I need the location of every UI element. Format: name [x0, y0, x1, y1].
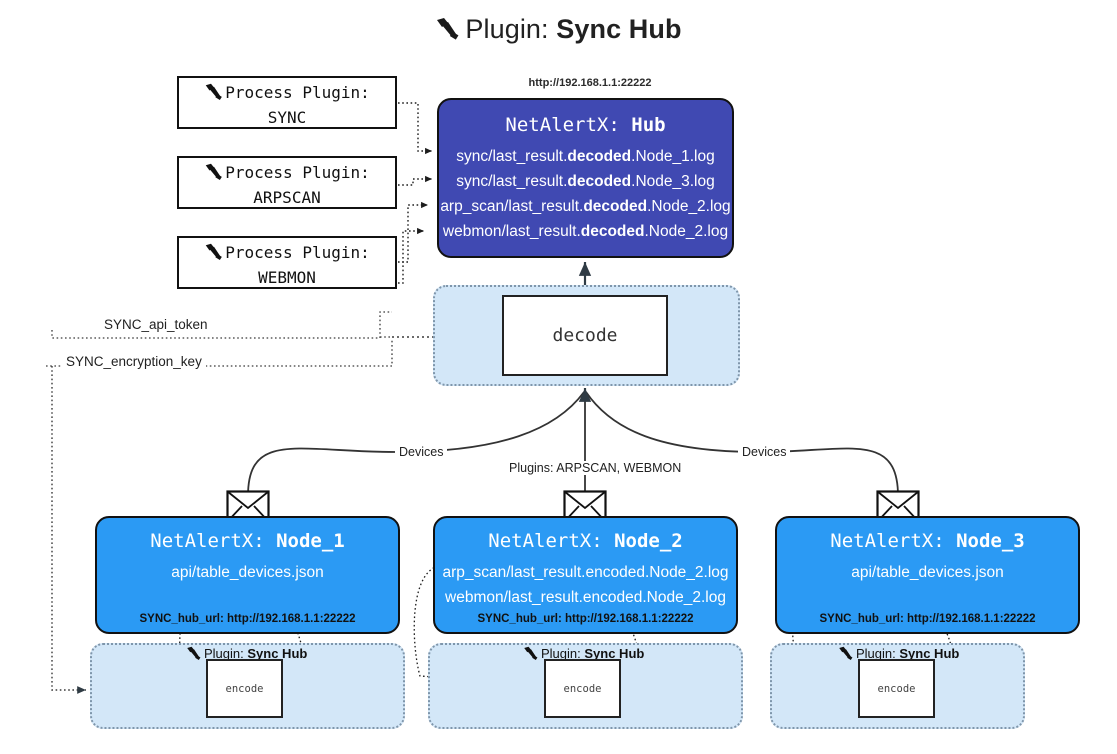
node-box-node-1[interactable]: NetAlertX: Node_1 api/table_devices.json…	[95, 516, 400, 634]
plug-icon	[523, 646, 539, 664]
sync-encryption-key-label: SYNC_encryption_key	[62, 354, 206, 369]
title-name: Sync Hub	[556, 14, 682, 44]
hub-node[interactable]: NetAlertX: Hub sync/last_result.decoded.…	[437, 98, 734, 258]
node-title: NetAlertX: Node_2	[435, 530, 736, 552]
node-hub-url-footer: SYNC_hub_url: http://192.168.1.1:22222	[139, 613, 356, 625]
encode-box-node-3[interactable]: encode	[858, 659, 935, 718]
decode-box[interactable]: decode	[502, 295, 668, 376]
process-plugin-line1: Process Plugin:	[179, 162, 395, 187]
process-plugin-box-arpscan[interactable]: Process Plugin: ARPSCAN	[177, 156, 397, 209]
hub-log-line: sync/last_result.decoded.Node_1.log	[456, 148, 715, 165]
process-plugin-label: Process Plugin:	[225, 163, 370, 182]
plug-icon	[204, 83, 224, 107]
process-plugin-name: SYNC	[267, 108, 307, 127]
process-plugin-label: Process Plugin:	[225, 243, 370, 262]
edge-label-devices-right: Devices	[738, 445, 791, 459]
hub-title: NetAlertX: Hub	[439, 114, 732, 136]
plugin-band-label-prefix: Plugin:	[541, 646, 581, 661]
node-file-line: arp_scan/last_result.encoded.Node_2.log	[442, 564, 729, 581]
hub-title-prefix: NetAlertX:	[505, 114, 620, 136]
plugin-band-label-node-3: Plugin: Sync Hub	[838, 646, 959, 664]
encode-box-node-2[interactable]: encode	[544, 659, 621, 718]
process-plugin-name: ARPSCAN	[253, 188, 321, 207]
plugin-band-label-name: Sync Hub	[247, 646, 308, 661]
node-hub-url-footer: SYNC_hub_url: http://192.168.1.1:22222	[819, 613, 1036, 625]
encode-box-node-1[interactable]: encode	[206, 659, 283, 718]
node-file-line: api/table_devices.json	[851, 564, 1004, 581]
hub-title-name: Hub	[631, 114, 666, 136]
process-plugin-line1: Process Plugin:	[179, 242, 395, 267]
node-title: NetAlertX: Node_3	[777, 530, 1078, 552]
node-file-list: arp_scan/last_result.encoded.Node_2.log …	[435, 560, 736, 610]
plug-icon	[204, 163, 224, 187]
process-plugin-label: Process Plugin:	[225, 83, 370, 102]
node-file-line: api/table_devices.json	[171, 564, 324, 581]
node-box-node-3[interactable]: NetAlertX: Node_3 api/table_devices.json…	[775, 516, 1080, 634]
edge-label-plugins-center: Plugins: ARPSCAN, WEBMON	[505, 461, 686, 475]
title-prefix: Plugin:	[465, 14, 549, 44]
node-box-node-2[interactable]: NetAlertX: Node_2 arp_scan/last_result.e…	[433, 516, 738, 634]
process-plugin-line1: Process Plugin:	[179, 82, 395, 107]
node-file-list: api/table_devices.json	[97, 560, 398, 585]
node-title-name: Node_2	[614, 530, 683, 552]
plugin-band-label-node-1: Plugin: Sync Hub	[186, 646, 307, 664]
process-plugin-box-webmon[interactable]: Process Plugin: WEBMON	[177, 236, 397, 289]
node-title-name: Node_3	[956, 530, 1025, 552]
node-title: NetAlertX: Node_1	[97, 530, 398, 552]
node-file-line: webmon/last_result.encoded.Node_2.log	[445, 589, 726, 606]
plugin-band-label-name: Sync Hub	[899, 646, 960, 661]
plugin-band-label-name: Sync Hub	[584, 646, 645, 661]
hub-log-line: sync/last_result.decoded.Node_3.log	[456, 173, 715, 190]
hub-log-list: sync/last_result.decoded.Node_1.log sync…	[439, 144, 732, 244]
node-hub-url-footer: SYNC_hub_url: http://192.168.1.1:22222	[477, 613, 694, 625]
sync-api-token-label: SYNC_api_token	[100, 317, 212, 332]
page-title: Plugin: Sync Hub	[0, 14, 1117, 48]
plug-icon	[204, 243, 224, 267]
hub-url-label: http://192.168.1.1:22222	[528, 77, 652, 89]
plugin-band-label-prefix: Plugin:	[856, 646, 896, 661]
hub-log-line: arp_scan/last_result.decoded.Node_2.log	[440, 198, 731, 215]
node-file-list: api/table_devices.json	[777, 560, 1078, 585]
hub-log-line: webmon/last_result.decoded.Node_2.log	[442, 223, 729, 240]
edge-label-devices-left: Devices	[395, 445, 448, 459]
plug-icon	[838, 646, 854, 664]
node-title-prefix: NetAlertX:	[488, 530, 603, 552]
process-plugin-name: WEBMON	[258, 268, 316, 287]
plug-icon	[435, 17, 461, 48]
node-title-prefix: NetAlertX:	[830, 530, 945, 552]
plug-icon	[186, 646, 202, 664]
plugin-band-label-prefix: Plugin:	[204, 646, 244, 661]
plugin-band-label-node-2: Plugin: Sync Hub	[523, 646, 644, 664]
node-title-prefix: NetAlertX:	[150, 530, 265, 552]
process-plugin-box-sync[interactable]: Process Plugin: SYNC	[177, 76, 397, 129]
node-title-name: Node_1	[276, 530, 345, 552]
